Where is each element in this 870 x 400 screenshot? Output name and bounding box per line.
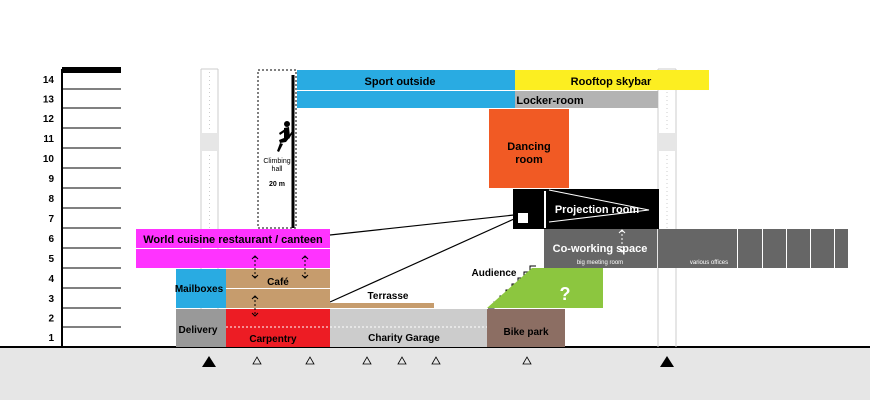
floor-number-label: 1 bbox=[48, 333, 54, 344]
cafe-upper-block bbox=[226, 269, 330, 288]
restaurant-label: World cuisine restaurant / canteen bbox=[143, 234, 323, 246]
floor-number-label: 7 bbox=[48, 214, 54, 225]
terrasse-label: Terrasse bbox=[368, 291, 409, 302]
floor-number-label: 6 bbox=[48, 234, 54, 245]
roof-bar bbox=[62, 67, 121, 73]
locker-room-block bbox=[515, 91, 658, 108]
main-entrance-right-icon bbox=[660, 356, 674, 367]
rooftop-skybar-block bbox=[515, 70, 709, 90]
sport-outside-lower-block bbox=[297, 91, 515, 108]
office-block bbox=[763, 229, 786, 268]
mailboxes-block bbox=[176, 269, 226, 308]
bike-park-block bbox=[487, 309, 565, 347]
coworking-space-block bbox=[544, 229, 657, 268]
delivery-block bbox=[176, 309, 226, 347]
floor-number-label: 14 bbox=[43, 75, 55, 86]
floor-number-label: 13 bbox=[43, 95, 55, 106]
carpentry-block bbox=[226, 309, 330, 347]
entrance-icon bbox=[252, 356, 262, 365]
office-block bbox=[787, 229, 810, 268]
floor-number-label: 10 bbox=[43, 154, 55, 165]
coworking-stair-arrow bbox=[618, 229, 626, 253]
entrance-icon bbox=[305, 356, 315, 365]
cafe-label: Café bbox=[267, 277, 289, 288]
entrance-icon bbox=[431, 356, 441, 365]
climber-icon bbox=[277, 121, 293, 152]
dancing-room-block bbox=[489, 109, 569, 188]
projector-icon bbox=[518, 213, 528, 223]
office-block bbox=[811, 229, 834, 268]
side-entrance-icons bbox=[252, 356, 532, 365]
floor-number-label: 4 bbox=[48, 274, 54, 285]
projection-room-label: Projection room bbox=[555, 204, 640, 216]
right-shaft bbox=[657, 68, 677, 347]
rooftop-skybar-label: Rooftop skybar bbox=[571, 76, 652, 88]
carpentry-label: Carpentry bbox=[249, 334, 297, 345]
terrasse-block bbox=[330, 303, 434, 308]
floor-number-label: 12 bbox=[43, 114, 55, 125]
cafe-stair-arrows bbox=[251, 255, 309, 317]
unknown-space-label: ? bbox=[560, 284, 571, 304]
delivery-label: Delivery bbox=[179, 325, 218, 336]
audience-label: Audience bbox=[471, 268, 516, 279]
floor-number-label: 9 bbox=[48, 174, 54, 185]
restaurant-lower-block bbox=[136, 249, 330, 268]
coworking-space-label: Co-working space bbox=[553, 243, 648, 255]
sightline-lower bbox=[329, 218, 515, 303]
ground bbox=[0, 347, 870, 400]
office-block bbox=[738, 229, 762, 268]
bike-park-label: Bike park bbox=[503, 327, 548, 338]
floor-number-label: 3 bbox=[48, 294, 54, 305]
entrance-icon bbox=[522, 356, 532, 365]
charity-garage-label: Charity Garage bbox=[368, 333, 440, 344]
climbing-height-label: 20 m bbox=[269, 181, 285, 188]
locker-room-label: Locker-room bbox=[516, 95, 583, 107]
restaurant-upper-block bbox=[136, 229, 330, 248]
various-offices-label: various offices bbox=[690, 260, 728, 266]
big-meeting-room-label: big meeting room bbox=[577, 260, 623, 266]
sport-outside-block bbox=[297, 70, 515, 90]
office-block bbox=[658, 229, 737, 268]
floor-number-label: 11 bbox=[43, 134, 54, 145]
floor-number-label: 8 bbox=[48, 194, 54, 205]
entrance-icon bbox=[362, 356, 372, 365]
projection-room-block bbox=[513, 189, 659, 229]
office-block bbox=[835, 229, 848, 268]
mailboxes-label: Mailboxes bbox=[175, 284, 224, 295]
charity-garage-block bbox=[330, 309, 487, 347]
various-offices-blocks bbox=[658, 229, 848, 268]
cafe-lower-block bbox=[226, 289, 330, 308]
floor-number-label: 2 bbox=[48, 314, 54, 325]
unknown-space-block bbox=[487, 268, 603, 308]
sightline-upper bbox=[329, 214, 515, 236]
main-entrance-left-icon bbox=[202, 356, 216, 367]
floor-number-label: 5 bbox=[48, 254, 54, 265]
entrance-icon bbox=[397, 356, 407, 365]
sport-outside-label: Sport outside bbox=[365, 76, 436, 88]
projection-beam bbox=[548, 189, 650, 223]
